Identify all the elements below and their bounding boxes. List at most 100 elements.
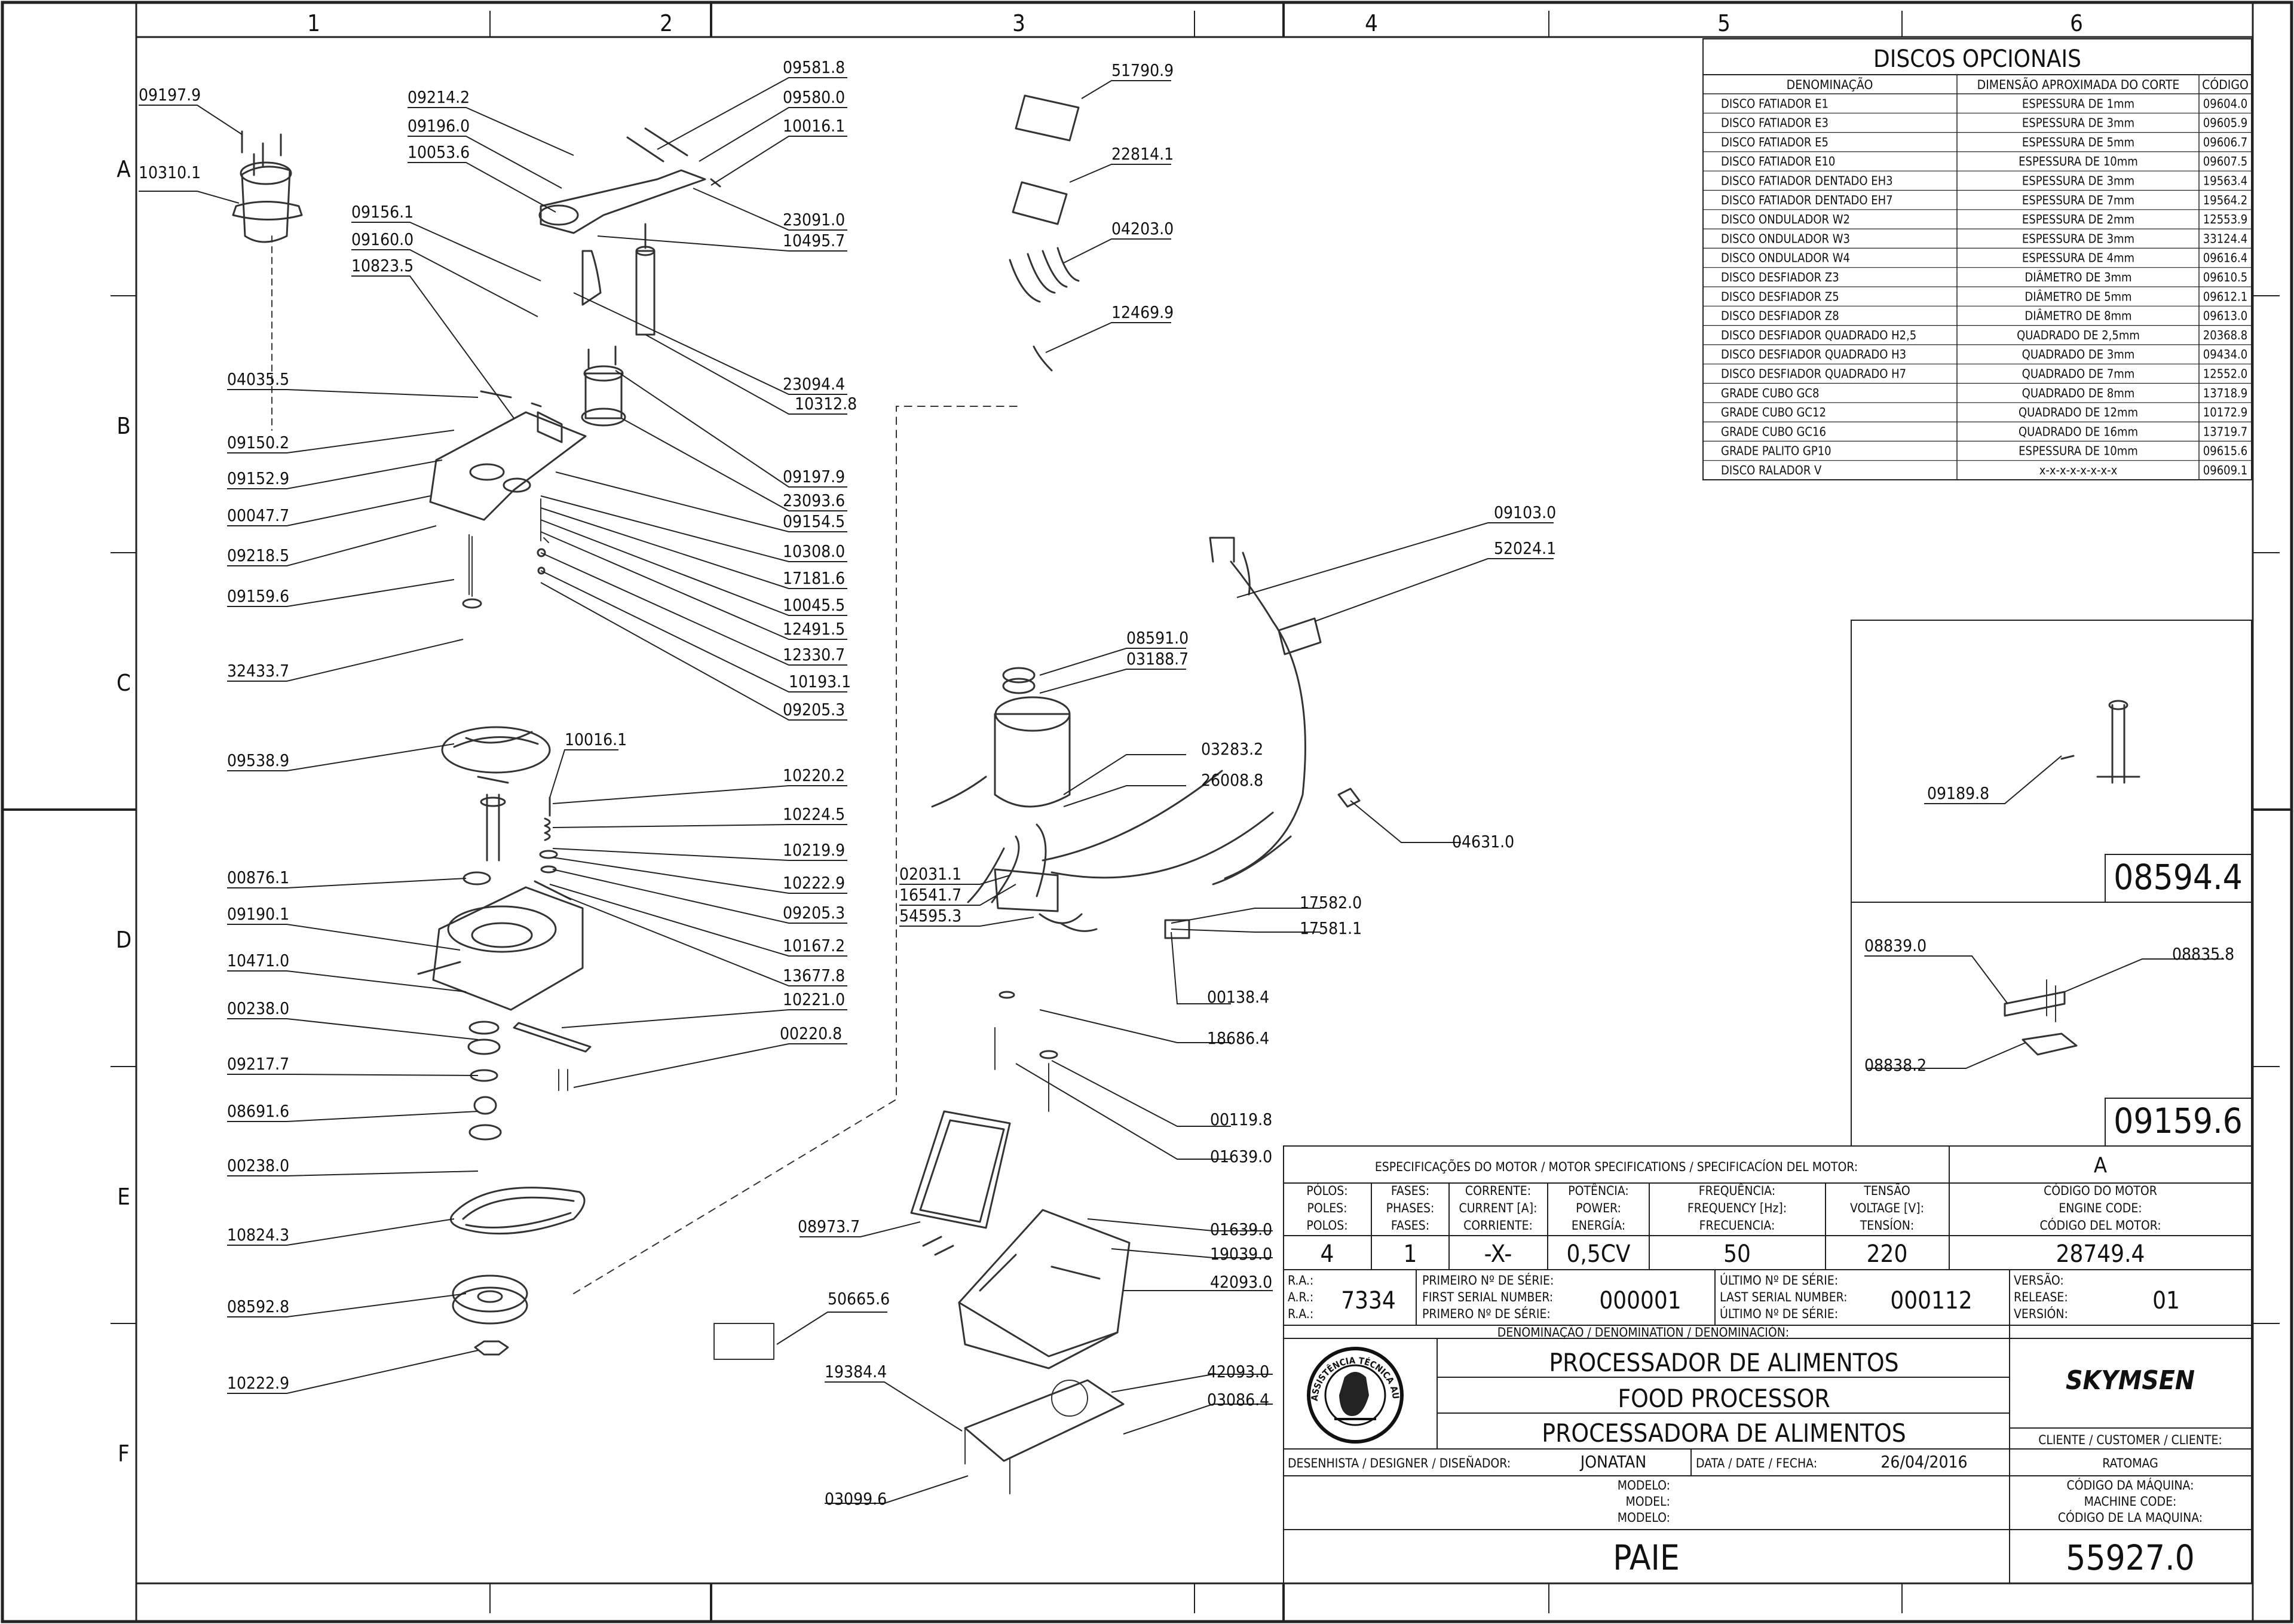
version-value: 01 (2152, 1287, 2180, 1314)
spec-label: PÓLOS: (1306, 1183, 1347, 1198)
spec-label: CURRENT [A]: (1459, 1201, 1537, 1215)
part-label: 10220.2 (783, 765, 845, 785)
disc-name: DISCO FATIADOR DENTADO EH7 (1721, 193, 1893, 207)
spec-value: 50 (1723, 1240, 1751, 1268)
disc-dimension: x-x-x-x-x-x-x-x (2039, 463, 2118, 477)
grid-col-4: 4 (1365, 10, 1378, 36)
ra-value: 7334 (1341, 1287, 1396, 1314)
part-label: 52024.1 (1494, 538, 1556, 558)
model-label: MODELO: (1618, 1510, 1670, 1525)
motor-spec-header: ESPECIFICAÇÕES DO MOTOR / MOTOR SPECIFIC… (1375, 1159, 1858, 1174)
part-label: 12330.7 (783, 645, 845, 664)
disc-dimension: QUADRADO DE 8mm (2022, 386, 2135, 400)
part-label: 10312.8 (795, 394, 857, 413)
disc-dimension: QUADRADO DE 7mm (2022, 367, 2135, 381)
grid-row-a: A (117, 156, 131, 182)
discs-header-code: CÓDIGO (2202, 77, 2249, 92)
discs-header-name: DENOMINAÇÃO (1787, 76, 1873, 92)
disc-dimension: ESPESSURA DE 2mm (2022, 212, 2134, 226)
part-label: 19384.4 (825, 1362, 887, 1381)
grid-col-2: 2 (660, 10, 673, 36)
last-serial-label: ÚLTIMO Nº DE SÉRIE: (1720, 1306, 1838, 1321)
disc-name: DISCO DESFIADOR QUADRADO H7 (1721, 367, 1906, 381)
spec-value: 0,5CV (1567, 1240, 1631, 1268)
spec-label: CORRIENTE: (1463, 1218, 1533, 1233)
ra-label: R.A.: (1288, 1307, 1313, 1321)
spec-label: VOLTAGE [V]: (1850, 1201, 1924, 1215)
part-label: 09197.9 (783, 467, 845, 486)
part-label: 09214.2 (408, 87, 470, 107)
part-label: 16541.7 (899, 885, 961, 905)
part-label: 17581.1 (1300, 918, 1362, 938)
disc-dimension: ESPESSURA DE 5mm (2022, 135, 2134, 149)
part-label: 09205.3 (783, 700, 845, 719)
disc-code: 19563.4 (2203, 174, 2247, 188)
part-label: 09150.2 (227, 433, 289, 452)
name-en: FOOD PROCESSOR (1618, 1384, 1830, 1413)
part-label: 10193.1 (789, 672, 851, 691)
part-label: 04631.0 (1452, 832, 1514, 851)
disc-code: 20368.8 (2203, 328, 2247, 342)
disc-code: 09612.1 (2203, 289, 2247, 304)
disc-code: 09613.0 (2203, 309, 2247, 323)
part-label: 08591.0 (1126, 628, 1189, 648)
disc-code: 09607.5 (2203, 154, 2247, 168)
part-label: 12491.5 (783, 619, 845, 639)
discs-header-dimension: DIMENSÃO APROXIMADA DO CORTE (1977, 76, 2180, 92)
last-serial-label: ÚLTIMO Nº DE SÉRIE: (1720, 1273, 1838, 1288)
date-label: DATA / DATE / FECHA: (1696, 1456, 1817, 1470)
part-label: 26008.8 (1201, 770, 1263, 790)
grid-labels: 1 2 3 4 5 6 A B C D E F (116, 10, 2083, 1467)
authorized-service-seal: ASSISTÊNCIA TÉCNICA AUTORIZADA (1307, 1347, 1404, 1444)
date-value: 26/04/2016 (1880, 1452, 1967, 1472)
version-label: VERSÃO: (2014, 1272, 2064, 1288)
disc-name: DISCO DESFIADOR Z5 (1721, 289, 1839, 304)
part-label: 23094.4 (783, 374, 845, 394)
motor-spec-columns: PÓLOS:POLES:POLOS:4FASES:PHASES:FASES:1C… (1306, 1182, 2161, 1268)
spec-label: FREQUÊNCIA: (1699, 1183, 1775, 1198)
part-label: 42093.0 (1210, 1272, 1272, 1292)
version-label: VERSIÓN: (2014, 1306, 2068, 1321)
designer-value: JONATAN (1579, 1452, 1646, 1472)
spec-label: FREQUENCY [Hz]: (1687, 1201, 1787, 1215)
revision-letter: A (2094, 1153, 2107, 1178)
disc-name: DISCO FATIADOR E3 (1721, 116, 1829, 130)
disc-dimension: QUADRADO DE 16mm (2019, 424, 2138, 439)
part-label: 03188.7 (1126, 649, 1189, 669)
part-label: 00138.4 (1207, 987, 1269, 1007)
part-label: 09154.5 (783, 511, 845, 531)
grid-col-6: 6 (2070, 10, 2083, 36)
grid-row-f: F (118, 1441, 130, 1467)
disc-dimension: QUADRADO DE 3mm (2022, 347, 2135, 361)
part-label: 09152.9 (227, 468, 289, 488)
spec-label: ENGINE CODE: (2059, 1201, 2142, 1215)
part-label: 10167.2 (783, 936, 845, 955)
grid-col-5: 5 (1717, 10, 1731, 36)
part-label: 10222.9 (783, 873, 845, 893)
part-label: 54595.3 (899, 906, 961, 926)
ra-label: R.A.: (1288, 1273, 1313, 1288)
part-label: 32433.7 (227, 661, 289, 681)
name-es: PROCESSADORA DE ALIMENTOS (1542, 1418, 1906, 1448)
part-label: 22814.1 (1111, 144, 1174, 164)
part-label: 10045.5 (783, 595, 845, 615)
part-label: 08691.6 (227, 1101, 289, 1121)
disc-dimension: DIÂMETRO DE 8mm (2025, 309, 2131, 323)
ra-label: A.R.: (1288, 1290, 1313, 1304)
part-label: 10308.0 (783, 541, 845, 561)
part-label: 09205.3 (783, 903, 845, 923)
spec-label: FASES: (1391, 1184, 1429, 1198)
part-label: 09581.8 (783, 57, 845, 77)
disc-name: DISCO DESFIADOR Z3 (1721, 270, 1839, 284)
disc-name: GRADE CUBO GC8 (1721, 386, 1819, 400)
spec-label: FASES: (1391, 1218, 1429, 1233)
part-label: 19039.0 (1210, 1244, 1272, 1264)
part-label: 10221.0 (783, 989, 845, 1009)
first-serial-label: PRIMEIRO Nº DE SÉRIE: (1422, 1273, 1554, 1288)
detail-boxes (1851, 620, 2252, 1147)
part-label: 10310.1 (139, 163, 201, 182)
disc-name: DISCO DESFIADOR QUADRADO H2,5 (1721, 328, 1916, 342)
disc-name: GRADE PALITO GP10 (1721, 444, 1831, 458)
